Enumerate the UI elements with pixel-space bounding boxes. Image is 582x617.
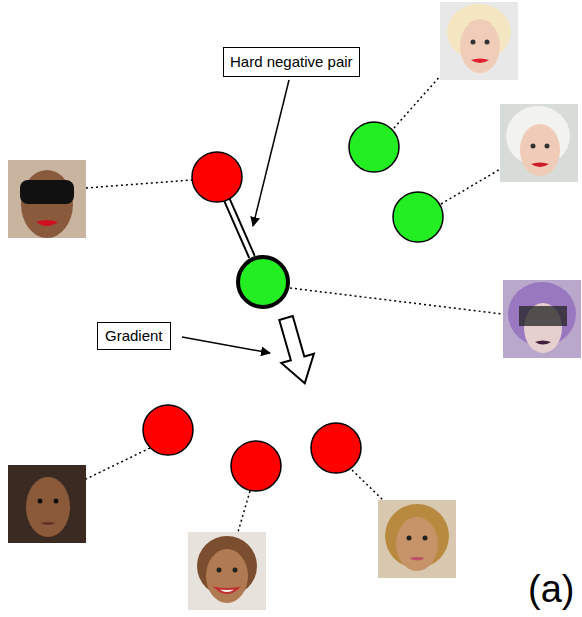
leader-lines (84, 74, 502, 532)
panel-label: (a) (528, 568, 574, 611)
gradient-arrow (270, 313, 321, 388)
face-thumbnail (378, 500, 456, 578)
face-thumbnail (503, 280, 581, 358)
face-thumbnail (440, 2, 518, 80)
callout-box: Hard negative pair (223, 47, 360, 77)
face-thumbnail (500, 104, 578, 182)
callout-text: Hard negative pair (230, 53, 353, 71)
face-thumbnail (8, 465, 86, 543)
callout-box: Gradient (97, 322, 171, 350)
pair-link (224, 199, 254, 258)
face-thumbnail (8, 160, 86, 238)
face-thumbnail (188, 532, 266, 610)
callout-text: Gradient (105, 327, 163, 345)
callout-arrow (253, 80, 289, 226)
embedding-points (143, 122, 443, 491)
callout-arrow (182, 337, 270, 353)
